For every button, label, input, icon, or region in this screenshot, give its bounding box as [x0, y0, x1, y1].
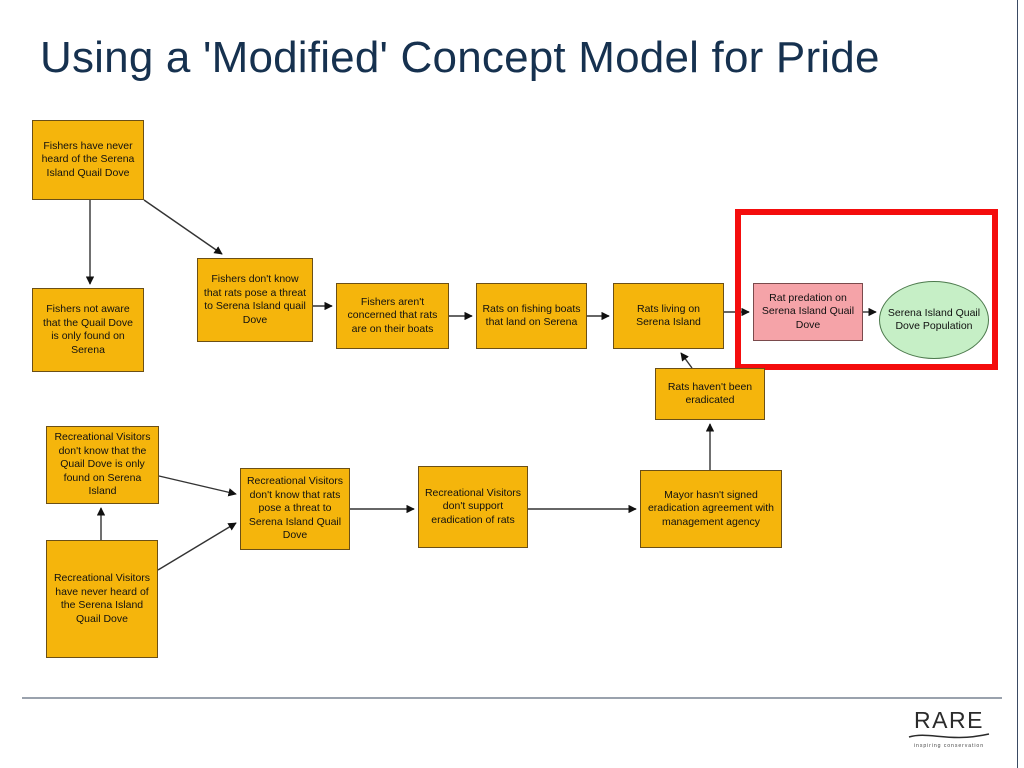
flow-node-n8[interactable]: Serena Island Quail Dove Population	[879, 281, 989, 359]
slide-right-border	[1017, 0, 1018, 768]
flow-node-n9[interactable]: Rats haven't been eradicated	[655, 368, 765, 420]
flow-node-label: Rat predation on Serena Island Quail Dov…	[761, 291, 855, 331]
flow-node-n10[interactable]: Mayor hasn't signed eradication agreemen…	[640, 470, 782, 548]
flow-node-n7[interactable]: Rat predation on Serena Island Quail Dov…	[753, 283, 863, 341]
flow-node-n13[interactable]: Recreational Visitors don't know that ra…	[240, 468, 350, 550]
flow-node-label: Fishers aren't concerned that rats are o…	[347, 295, 438, 335]
flow-node-n6[interactable]: Rats living on Serena Island	[613, 283, 724, 349]
edge-n1-n3	[143, 199, 223, 255]
rare-logo-swoosh	[908, 733, 990, 739]
flow-node-n11[interactable]: Recreational Visitors don't know that th…	[46, 426, 159, 504]
flow-node-label: Fishers not aware that the Quail Dove is…	[43, 303, 133, 356]
flow-node-label: Recreational Visitors don't know that ra…	[246, 475, 344, 542]
flow-node-label: Recreational Visitors don't know that th…	[54, 431, 151, 498]
flow-node-label: Rats on fishing boats that land on Seren…	[482, 302, 581, 329]
flow-node-n14[interactable]: Recreational Visitors don't support erad…	[418, 466, 528, 548]
flow-node-label: Rats haven't been eradicated	[667, 380, 753, 407]
flow-node-n3[interactable]: Fishers don't know that rats pose a thre…	[197, 258, 313, 342]
edge-n12-n13	[157, 522, 237, 571]
flow-node-label: Fishers don't know that rats pose a thre…	[203, 273, 307, 326]
rare-logo-wordmark: RARE	[914, 707, 984, 733]
flow-node-label: Mayor hasn't signed eradication agreemen…	[647, 488, 775, 528]
flow-node-label: Rats living on Serena Island	[636, 302, 701, 329]
flow-node-label: Recreational Visitors have never heard o…	[53, 572, 151, 625]
flow-node-n12[interactable]: Recreational Visitors have never heard o…	[46, 540, 158, 658]
edge-n9-n6	[680, 352, 693, 369]
flow-node-n1[interactable]: Fishers have never heard of the Serena I…	[32, 120, 144, 200]
rare-logo-mark: RARE inspiring conservation	[908, 707, 990, 749]
flow-node-label: Recreational Visitors don't support erad…	[424, 486, 522, 526]
highlight-region	[735, 209, 998, 370]
page-title: Using a 'Modified' Concept Model for Pri…	[40, 33, 880, 82]
flow-node-n4[interactable]: Fishers aren't concerned that rats are o…	[336, 283, 449, 349]
flow-node-n5[interactable]: Rats on fishing boats that land on Seren…	[476, 283, 587, 349]
rare-logo-tagline: inspiring conservation	[914, 743, 984, 749]
flow-node-label: Fishers have never heard of the Serena I…	[41, 139, 135, 179]
flow-node-label: Serena Island Quail Dove Population	[887, 306, 981, 333]
edge-n11-n13	[158, 475, 237, 497]
footer-divider	[22, 697, 1002, 699]
flow-node-n2[interactable]: Fishers not aware that the Quail Dove is…	[32, 288, 144, 372]
rare-logo: RARE inspiring conservation	[897, 706, 1001, 752]
